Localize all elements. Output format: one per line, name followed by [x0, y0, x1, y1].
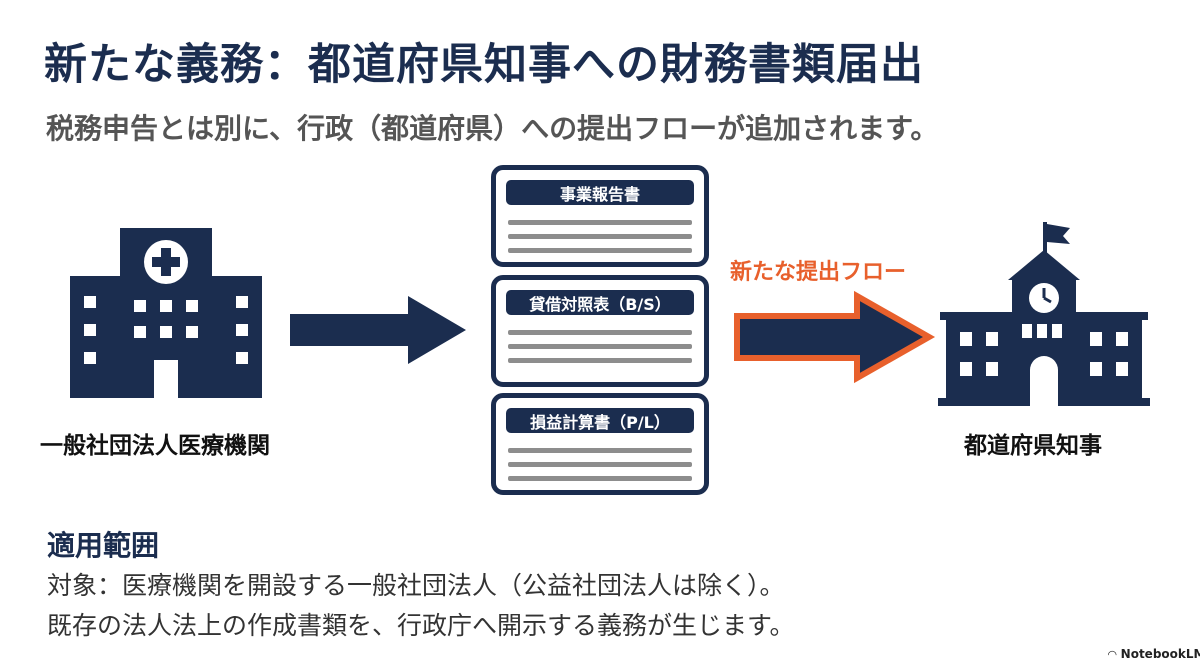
- document-card-balance-sheet: 貸借対照表（B/S）: [491, 275, 709, 387]
- slide-title: 新たな義務：都道府県知事への財務書類届出: [44, 40, 924, 90]
- document-title: 事業報告書: [506, 180, 694, 205]
- text-line: [508, 234, 692, 239]
- government-building-icon: [938, 222, 1150, 406]
- scope-line-target: 対象：医療機関を開設する一般社団法人（公益社団法人は除く）。: [47, 571, 785, 600]
- text-line: [508, 476, 692, 481]
- text-line: [508, 448, 692, 453]
- text-line: [508, 220, 692, 225]
- document-card-income-statement: 損益計算書（P/L）: [491, 393, 709, 495]
- notebook-logo-icon: ◠: [1108, 648, 1117, 661]
- entity-label: 一般社団法人医療機関: [40, 433, 270, 459]
- arrow-right-icon: [290, 296, 466, 364]
- scope-line-obligation: 既存の法人法上の作成書類を、行政庁へ開示する義務が生じます。: [47, 611, 795, 640]
- text-line: [508, 344, 692, 349]
- new-flow-label: 新たな提出フロー: [730, 260, 907, 285]
- flow-arrow-icon: [734, 290, 936, 384]
- document-title: 貸借対照表（B/S）: [506, 290, 694, 315]
- scope-heading: 適用範囲: [47, 529, 160, 562]
- document-card-business-report: 事業報告書: [491, 165, 709, 267]
- text-line: [508, 358, 692, 363]
- document-title: 損益計算書（P/L）: [506, 408, 694, 433]
- brand-watermark: ◠ NotebookLM: [1108, 647, 1200, 661]
- slide-subtitle: 税務申告とは別に、行政（都道府県）への提出フローが追加されます。: [46, 112, 939, 145]
- hospital-icon: [70, 228, 262, 398]
- text-line: [508, 462, 692, 467]
- text-line: [508, 248, 692, 253]
- authority-label: 都道府県知事: [964, 433, 1102, 459]
- text-line: [508, 330, 692, 335]
- brand-text: NotebookLM: [1120, 647, 1200, 661]
